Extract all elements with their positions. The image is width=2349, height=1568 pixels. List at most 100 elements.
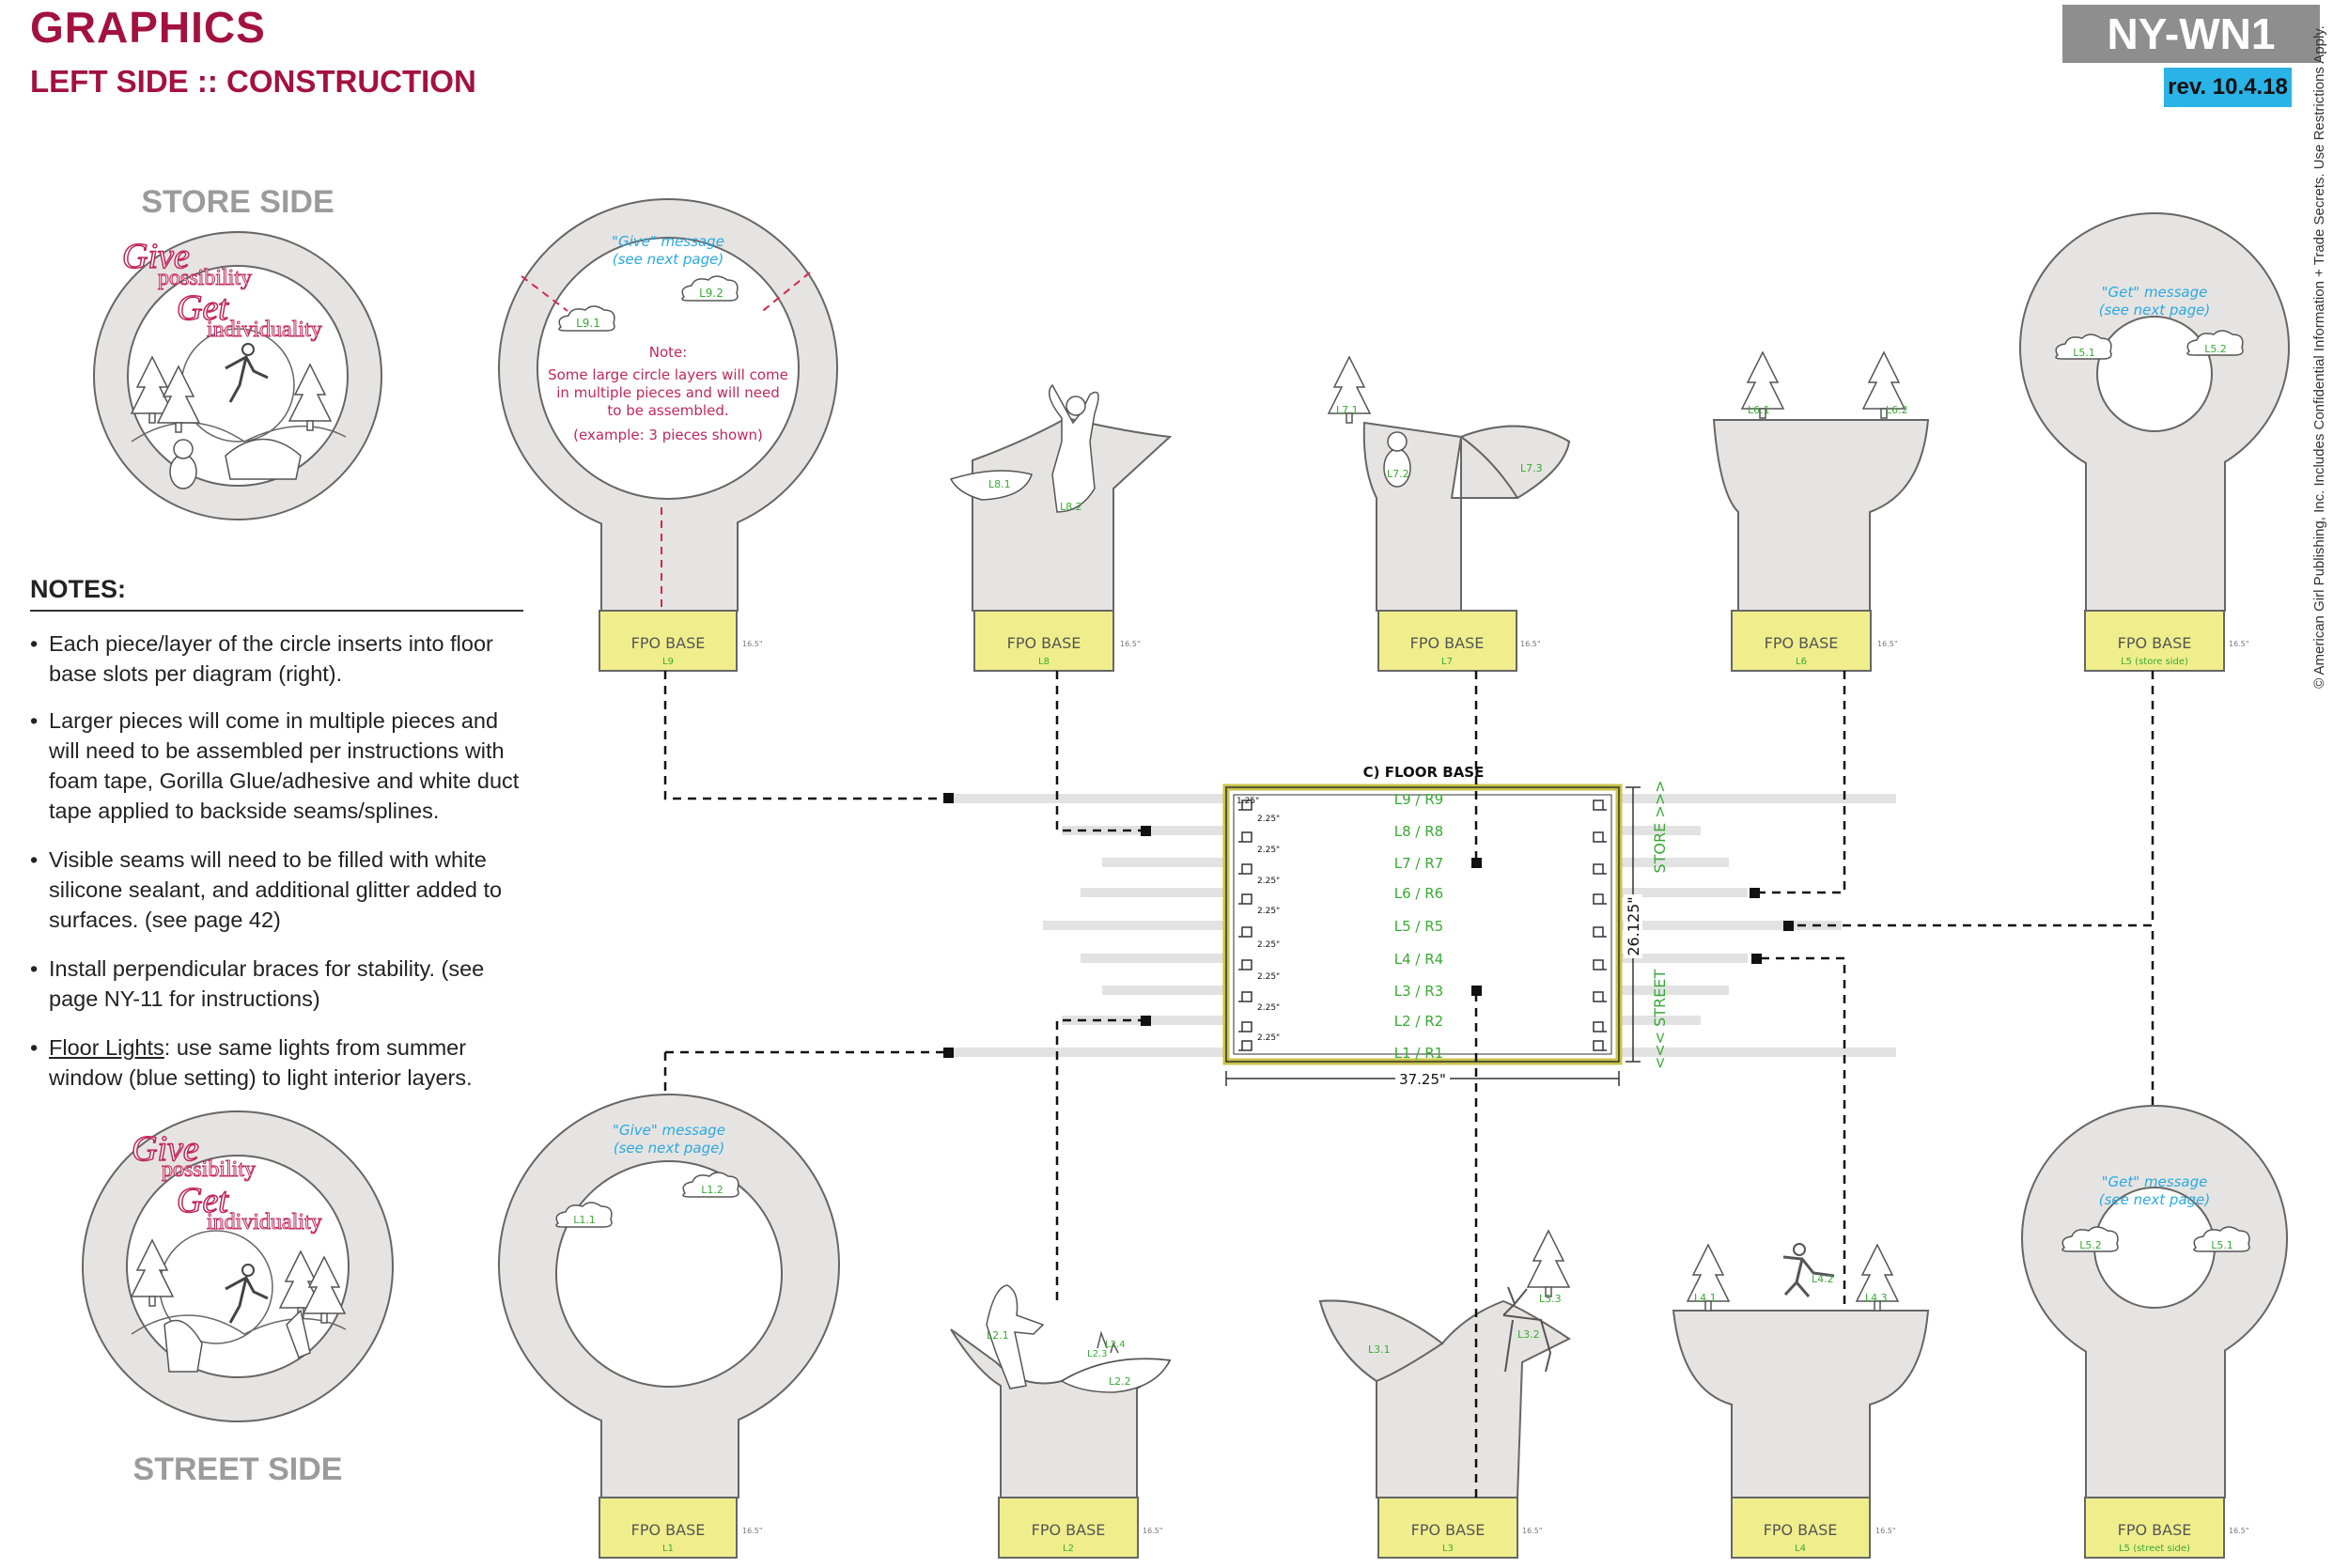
store-side-preview: Give possibility Get individuality — [93, 231, 382, 520]
note-line: Some large circle layers will come — [548, 366, 788, 383]
piece-l7: L7.1 L7.2 L7.3 FPO BASE L7 16.5" — [1328, 356, 1571, 672]
note-item: Install perpendicular braces for stabili… — [30, 954, 523, 1014]
label-l6-2: L6.2 — [1886, 404, 1908, 416]
base-id-l9: L9 — [662, 657, 674, 667]
slot-row-label: L1 / R1 — [1394, 1045, 1443, 1062]
base-height: 16.5" — [1143, 1527, 1163, 1535]
piece-l2: L2.1 L2.2 L2.3 L2.4 FPO BASE L2 16.5" — [950, 1284, 1172, 1559]
connector-lines — [663, 671, 2155, 1498]
height-dimension: 26.125" — [1625, 896, 1642, 955]
base-height: 16.5" — [1120, 640, 1141, 648]
label-l5-2: L5.2 — [2204, 343, 2227, 355]
label-l7-1: L7.1 — [1336, 404, 1359, 416]
label-l5-1: L5.1 — [2211, 1239, 2233, 1251]
piece-l8: L8.1 L8.2 FPO BASE L8 16.5" — [949, 383, 1173, 672]
base-label: FPO BASE — [1410, 634, 1485, 652]
label-l9-2: L9.2 — [699, 287, 723, 300]
possibility-word: possibility — [162, 1157, 256, 1182]
page-code-badge: NY-WN1 — [2062, 5, 2320, 63]
base-height: 16.5" — [1522, 1527, 1543, 1535]
base-label: FPO BASE — [1007, 634, 1081, 652]
base-id-l2: L2 — [1063, 1544, 1074, 1554]
base-height: 16.5" — [2229, 1527, 2249, 1535]
base-height: 16.5" — [1875, 1527, 1896, 1535]
get-message-label: "Get" message — [2102, 1173, 2208, 1190]
label-l1-2: L1.2 — [701, 1184, 723, 1196]
label-l9-1: L9.1 — [576, 317, 600, 330]
base-label: FPO BASE — [1032, 1521, 1106, 1539]
get-word: Get — [177, 288, 229, 328]
base-id-l3: L3 — [1442, 1544, 1454, 1554]
base-label: FPO BASE — [1764, 1521, 1838, 1539]
floor-base-diagram: C) FLOOR BASE — [1222, 764, 1623, 1065]
page-subtitle: LEFT SIDE :: CONSTRUCTION — [30, 64, 476, 99]
base-label: FPO BASE — [631, 1521, 706, 1539]
label-l2-3: L2.3 — [1087, 1349, 1107, 1359]
base-height: 16.5" — [1877, 640, 1898, 648]
street-side-label: STREET SIDE — [132, 1452, 343, 1487]
spacing-dimension: 2.25" — [1257, 940, 1280, 950]
label-l1-1: L1.1 — [573, 1214, 596, 1226]
base-id-l8: L8 — [1038, 657, 1050, 667]
base-id-l5-street: L5 (street side) — [2119, 1544, 2190, 1554]
base-id-l6: L6 — [1796, 657, 1807, 667]
note-example: (example: 3 pieces shown) — [573, 427, 763, 443]
store-direction-label: STORE >>> — [1651, 780, 1669, 873]
slot-row-label: L9 / R9 — [1394, 791, 1443, 808]
spacing-dimension: 2.25" — [1257, 1033, 1280, 1043]
width-dimension: 37.25" — [1399, 1071, 1446, 1088]
base-label: FPO BASE — [631, 634, 706, 652]
give-word: Give — [132, 1129, 199, 1169]
piece-l4: L4.1 L4.2 L4.3 FPO BASE L4 16.5" — [1672, 1243, 1930, 1559]
label-l2-1: L2.1 — [987, 1329, 1009, 1342]
slot-row-label: L6 / R6 — [1394, 885, 1443, 902]
base-label: FPO BASE — [2118, 1521, 2192, 1539]
piece-l5-store: L5.1 L5.2 "Get" message (see next page) … — [2019, 212, 2290, 672]
street-direction-label: <<< STREET — [1651, 970, 1669, 1070]
label-l8-2: L8.2 — [1060, 501, 1082, 513]
spacing-dimension: 2.25" — [1257, 846, 1280, 855]
see-next-label: (see next page) — [614, 1140, 724, 1157]
slot-row-label: L3 / R3 — [1394, 983, 1443, 1000]
give-message-label: "Give" message — [612, 233, 724, 250]
base-label: FPO BASE — [1411, 1521, 1486, 1539]
floor-base-rows: L9 / R9 L8 / R8 L7 / R7 L6 / R6 L5 / R5 … — [1394, 791, 1443, 1062]
label-l2-4: L2.4 — [1105, 1340, 1125, 1350]
note-item: Visible seams will need to be filled wit… — [30, 845, 523, 935]
label-l4-1: L4.1 — [1694, 1292, 1717, 1304]
floor-lights-text: : use same lights from summer window (bl… — [49, 1035, 473, 1090]
base-id-l5-store: L5 (store side) — [2121, 657, 2188, 667]
spacing-dimension: 2.25" — [1257, 815, 1280, 824]
spacing-dimension: 2.25" — [1257, 877, 1280, 886]
label-l3-2: L3.2 — [1517, 1328, 1540, 1341]
store-side-label: STORE SIDE — [141, 184, 334, 220]
slot-row-label: L8 / R8 — [1394, 823, 1443, 840]
get-word: Get — [177, 1181, 229, 1220]
give-message-label: "Give" message — [613, 1122, 725, 1139]
label-l7-3: L7.3 — [1520, 462, 1543, 474]
slot-notches — [1238, 800, 1607, 1051]
note-item: Each piece/layer of the circle inserts i… — [30, 629, 523, 689]
label-l7-2: L7.2 — [1387, 468, 1409, 480]
edge-dimension: 1.25" — [1237, 797, 1259, 806]
floor-lights-label: Floor Lights — [49, 1035, 164, 1060]
spacing-dimension: 2.25" — [1257, 972, 1280, 982]
label-l5-2: L5.2 — [2079, 1239, 2102, 1251]
see-next-label: (see next page) — [613, 251, 723, 268]
base-label: FPO BASE — [2118, 634, 2192, 652]
individuality-word: individuality — [207, 318, 322, 342]
page-title: GRAPHICS — [30, 3, 266, 52]
label-l3-1: L3.1 — [1368, 1343, 1391, 1356]
spacing-dimensions: 1.25" 2.25" 2.25" 2.25" 2.25" 2.25" 2.25… — [1237, 797, 1280, 1043]
note-line: to be assembled. — [607, 402, 728, 419]
see-next-label: (see next page) — [2099, 302, 2210, 318]
notes-panel: NOTES: Each piece/layer of the circle in… — [30, 575, 523, 1111]
note-item: Larger pieces will come in multiple piec… — [30, 706, 523, 826]
spacing-dimension: 2.25" — [1257, 907, 1280, 916]
piece-l1: L1.1 L1.2 "Give" message (see next page)… — [498, 1094, 840, 1559]
base-id-l1: L1 — [662, 1544, 674, 1554]
tree-icon — [1527, 1230, 1570, 1297]
base-id-l7: L7 — [1441, 657, 1453, 667]
piece-l3: L3.1 L3.2 L3.3 FPO BASE L3 16.5" — [1318, 1230, 1571, 1559]
